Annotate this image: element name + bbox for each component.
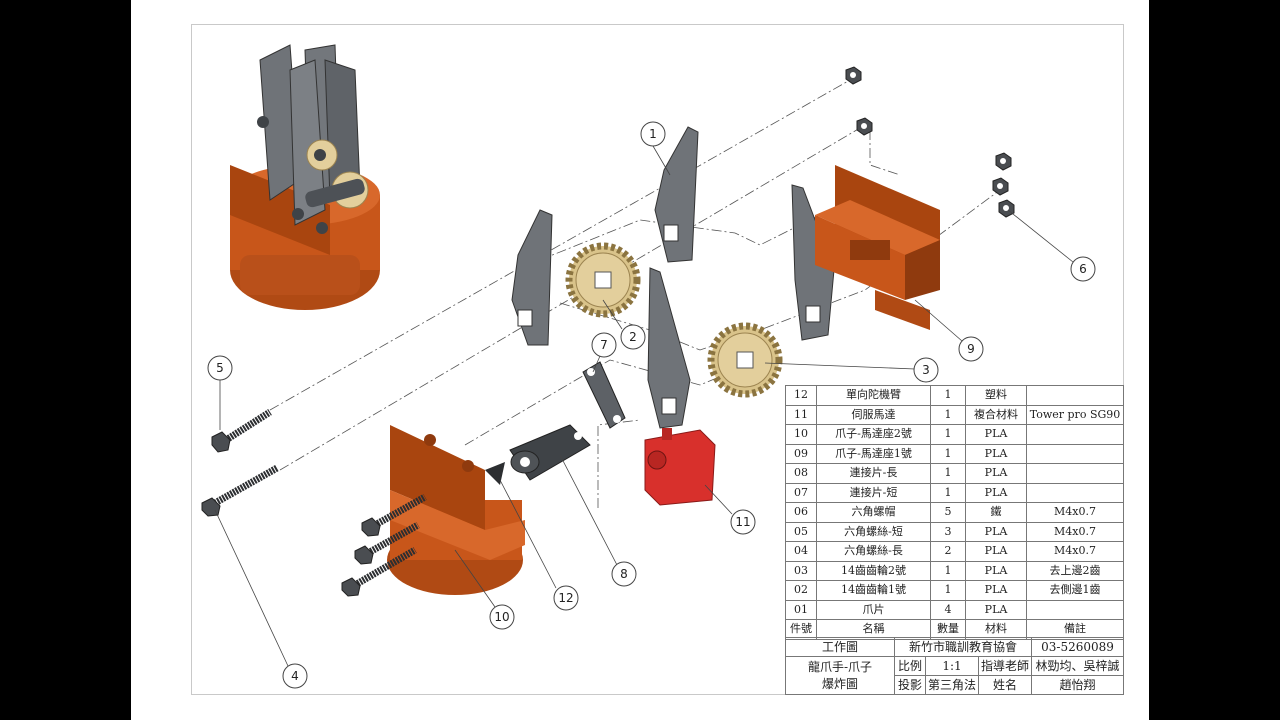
balloon-12: 12 [553, 585, 579, 611]
balloon-5: 5 [207, 355, 233, 381]
svg-text:10: 10 [494, 610, 509, 624]
svg-text:8: 8 [620, 567, 628, 581]
part-12-servo-horn [485, 462, 505, 485]
assembled-claw-view [230, 44, 380, 310]
svg-text:9: 9 [967, 342, 975, 356]
part-02-gear-1 [565, 242, 641, 318]
svg-text:4: 4 [291, 669, 299, 683]
part-07-short-link [582, 361, 626, 429]
svg-text:3: 3 [922, 363, 930, 377]
part-11-servo-motor [644, 428, 716, 506]
bom-header-name: 名稱 [816, 619, 931, 640]
part-balloons: 1 2 3 4 5 6 7 8 9 10 11 12 [207, 121, 1096, 689]
balloon-11: 11 [730, 509, 756, 535]
svg-text:1: 1 [649, 127, 657, 141]
balloon-3: 3 [913, 357, 939, 383]
balloon-2: 2 [620, 324, 646, 350]
drawing-name: 龍爪手-爪子 爆炸圖 [785, 656, 895, 695]
svg-text:6: 6 [1079, 262, 1087, 276]
part-08-long-link [509, 424, 591, 481]
svg-text:7: 7 [600, 338, 608, 352]
bom-header-row: 件號 名稱 數量 材料 備註 [785, 619, 1124, 640]
balloon-10: 10 [489, 604, 515, 630]
part-06-hex-nuts [845, 66, 1015, 218]
balloon-7: 7 [591, 332, 617, 358]
phone: 03-5260089 [1031, 637, 1124, 657]
drawing-border [191, 24, 1124, 695]
part-01-claw-plates [511, 126, 835, 429]
scale-value: 1:1 [924, 656, 980, 676]
projection-label: 投影 [894, 675, 926, 695]
balloon-9: 9 [958, 336, 984, 362]
part-09-motor-mount-1 [815, 165, 940, 330]
instructor-label: 指導老師 [978, 656, 1033, 676]
balloon-4: 4 [282, 663, 308, 689]
balloon-8: 8 [611, 561, 637, 587]
svg-text:2: 2 [629, 330, 637, 344]
balloon-6: 6 [1070, 256, 1096, 282]
drawing-type: 工作圖 [785, 637, 895, 657]
instructors: 林勁均、吳梓誠 [1031, 656, 1124, 676]
part-04-05-hex-screws [201, 409, 427, 597]
svg-text:5: 5 [216, 361, 224, 375]
part-10-motor-mount-2 [387, 425, 525, 595]
projection-value: 第三角法 [924, 675, 980, 695]
svg-text:11: 11 [735, 515, 750, 529]
svg-text:12: 12 [558, 591, 573, 605]
title-block: 工作圖 新竹市職訓教育協會 03-5260089 龍爪手-爪子 爆炸圖 比例 1… [785, 637, 1124, 695]
part-03-gear-2 [707, 322, 783, 398]
author: 趙怡翔 [1031, 675, 1124, 695]
bom-header-no: 件號 [785, 619, 817, 640]
balloon-1: 1 [640, 121, 666, 147]
scale-label: 比例 [894, 656, 926, 676]
name-label: 姓名 [978, 675, 1033, 695]
balloon-leaders [214, 145, 1074, 667]
organization: 新竹市職訓教育協會 [893, 637, 1033, 657]
